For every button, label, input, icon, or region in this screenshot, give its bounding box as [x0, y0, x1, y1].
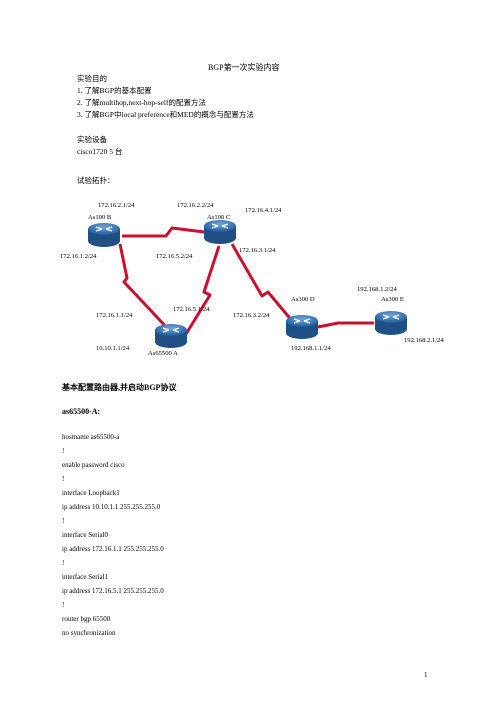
- config-line: router bgp 65500: [62, 615, 111, 623]
- page-number: 1: [424, 671, 428, 679]
- ip-label: 172.16.1.2/24: [60, 253, 97, 260]
- ip-label: 172.16.3.2/24: [233, 312, 270, 319]
- config-line: ip address 172.16.1.1 255.255.255.0: [62, 545, 164, 553]
- purpose-item: 1. 了解BGP的基本配置: [77, 86, 152, 95]
- link-b-c: [122, 226, 205, 238]
- router-b-label: As100 B: [88, 214, 112, 221]
- config-line: no synchronization: [62, 629, 116, 637]
- router-a-icon: [155, 324, 187, 348]
- purpose-item: 2. 了解multihop,next-hop-self的配置方法: [77, 98, 206, 107]
- router-a-label: As65500 A: [148, 350, 178, 357]
- config-line: ip address 10.10.1.1 255.255.255.0: [62, 503, 161, 511]
- router-e-label: As300 E: [381, 296, 404, 303]
- router-e-icon: [375, 311, 407, 335]
- equipment-heading: 实验设备: [77, 135, 107, 144]
- ip-label: 172.16.5.2/24: [156, 253, 193, 260]
- config-line: !: [62, 601, 65, 609]
- ip-label: 192.168.1.1/24: [291, 345, 331, 352]
- config-line: !: [62, 447, 65, 455]
- router-d-label: As300 D: [291, 296, 315, 303]
- router-c-icon: [204, 220, 236, 244]
- purpose-heading: 实验目的: [77, 74, 107, 83]
- config-line: interface Serial0: [62, 531, 109, 539]
- config-device: as65500-A:: [62, 407, 101, 416]
- config-line: !: [62, 475, 65, 483]
- link-c-d: [230, 243, 295, 323]
- ip-label: 172.16.2.1/24: [98, 202, 135, 209]
- ip-label: 172.16.4.1/24: [245, 207, 282, 214]
- ip-label: 10.10.1.1/24: [96, 345, 130, 352]
- link-b-a: [118, 243, 172, 333]
- ip-label: 172.16.2.2/24: [177, 202, 214, 209]
- document-title: BGP第一次实验内容: [208, 63, 280, 72]
- config-line: enable password cisco: [62, 461, 125, 469]
- topology-heading: 试验拓扑：: [77, 176, 115, 185]
- ip-label: 172.16.1.1/24: [96, 312, 133, 319]
- ip-label: 172.16.3.1/24: [239, 247, 276, 254]
- router-d-icon: [286, 315, 318, 339]
- ip-label: 192.168.2.1/24: [404, 337, 444, 344]
- equipment-line: cisco1720 5 台: [77, 147, 123, 156]
- config-line: ip address 172.16.5.1 255.255.255.0: [62, 587, 164, 595]
- config-line: hostname as65500-a: [62, 433, 120, 441]
- config-line: interface Loopback1: [62, 489, 120, 497]
- config-line: !: [62, 559, 65, 567]
- purpose-item: 3. 了解BGP中local preference和MED的概念与配置方法: [77, 110, 254, 119]
- config-heading: 基本配置路由器,并启动BGP协议: [62, 383, 177, 392]
- config-line: !: [62, 517, 65, 525]
- config-line: interface Serial1: [62, 573, 109, 581]
- router-c-label: As100 C: [207, 214, 231, 221]
- ip-label: 192.168.1.2/24: [357, 286, 397, 293]
- link-d-e: [317, 321, 374, 329]
- ip-label: 172.16.5.1/24: [173, 306, 210, 313]
- link-c-a: [184, 245, 221, 335]
- router-b-icon: [88, 223, 120, 247]
